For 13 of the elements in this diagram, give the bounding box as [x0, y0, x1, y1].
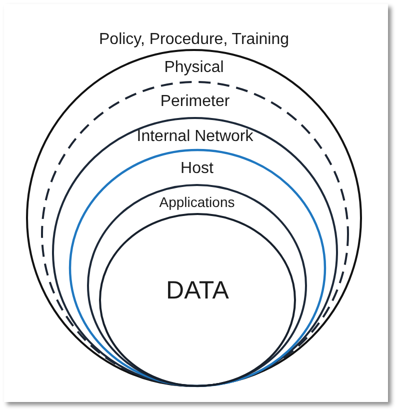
layer-circle	[40, 80, 350, 388]
layer-label: Host	[180, 161, 214, 177]
layer-circle	[98, 212, 297, 388]
layer-label: Perimeter	[160, 94, 230, 110]
layer-label: Internal Network	[136, 129, 254, 145]
layer-circle	[51, 116, 339, 388]
layer-heading: Policy, Procedure, Training	[99, 32, 289, 48]
layer-label: Physical	[164, 60, 224, 76]
core-label: DATA	[166, 278, 229, 304]
layer-circle	[86, 183, 308, 388]
layer-label: Applications	[159, 195, 235, 209]
layer-circle	[68, 148, 326, 388]
layer-circle	[25, 30, 363, 388]
